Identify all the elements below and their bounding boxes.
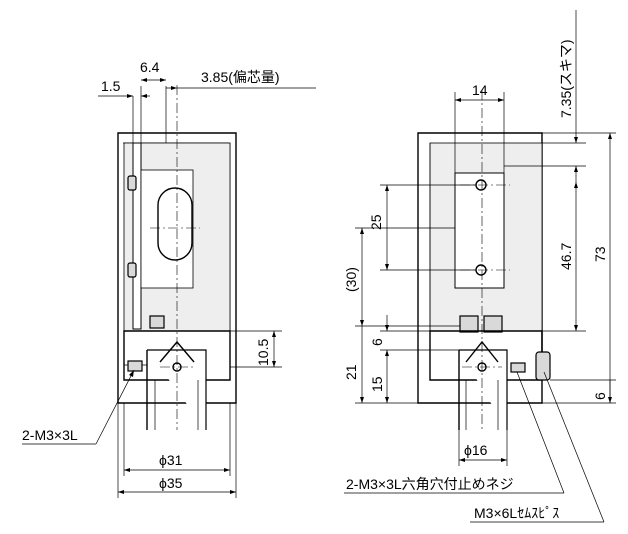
callout-hex-screws: 2-M3×3L六角穴付止めネジ	[346, 476, 514, 492]
left-plate	[132, 142, 142, 330]
right-view	[417, 90, 551, 430]
dim-phi35: ϕ35	[159, 475, 183, 491]
right-hex-screw-1	[459, 315, 479, 333]
left-small-block	[149, 315, 165, 329]
left-view	[117, 85, 237, 430]
left-post-lines	[154, 380, 199, 430]
right-dimensions: 14 7.35(スキマ) 46.7 73 6 25 (30)	[343, 10, 616, 523]
dim-30: (30)	[343, 267, 359, 292]
right-setscrew	[510, 362, 526, 373]
dim-1-5: 1.5	[101, 78, 121, 94]
dim-25: 25	[368, 214, 384, 230]
dim-21: 21	[343, 364, 359, 380]
left-clamp-right	[147, 349, 207, 430]
dim-10-5: 10.5	[255, 339, 271, 366]
left-slot-block	[140, 169, 194, 289]
right-cap-screw	[535, 351, 551, 381]
left-screw-head-upper	[127, 175, 137, 191]
dim-7-35: 7.35(スキマ)	[558, 39, 574, 118]
right-plate	[454, 172, 505, 289]
dim-3-85: 3.85(偏芯量)	[201, 69, 280, 85]
left-oblong-slot	[157, 187, 193, 261]
left-screw-head-lower	[127, 262, 137, 278]
left-base-block	[123, 330, 231, 381]
dim-73: 73	[592, 246, 608, 262]
dim-14: 14	[472, 82, 488, 98]
callout-set-screw: M3×6Lｾﾑｽﾋﾟｽ	[474, 505, 559, 521]
dim-6-4: 6.4	[140, 59, 160, 75]
dim-phi16: ϕ16	[464, 442, 488, 458]
dim-46-7: 46.7	[558, 243, 574, 270]
right-post-lines	[465, 380, 499, 430]
left-dimensions: 6.4 1.5 3.85(偏芯量) 10.5 ϕ31 ϕ35 2-M3×3L	[22, 59, 316, 498]
dim-6-left: 6	[369, 338, 385, 346]
dim-6-right: 6	[592, 392, 608, 400]
right-hex-screw-2	[483, 315, 503, 333]
callout-2-m3x3l: 2-M3×3L	[22, 427, 78, 443]
left-setscrew	[127, 360, 143, 372]
dim-phi31: ϕ31	[159, 452, 183, 468]
dim-15: 15	[369, 376, 385, 392]
